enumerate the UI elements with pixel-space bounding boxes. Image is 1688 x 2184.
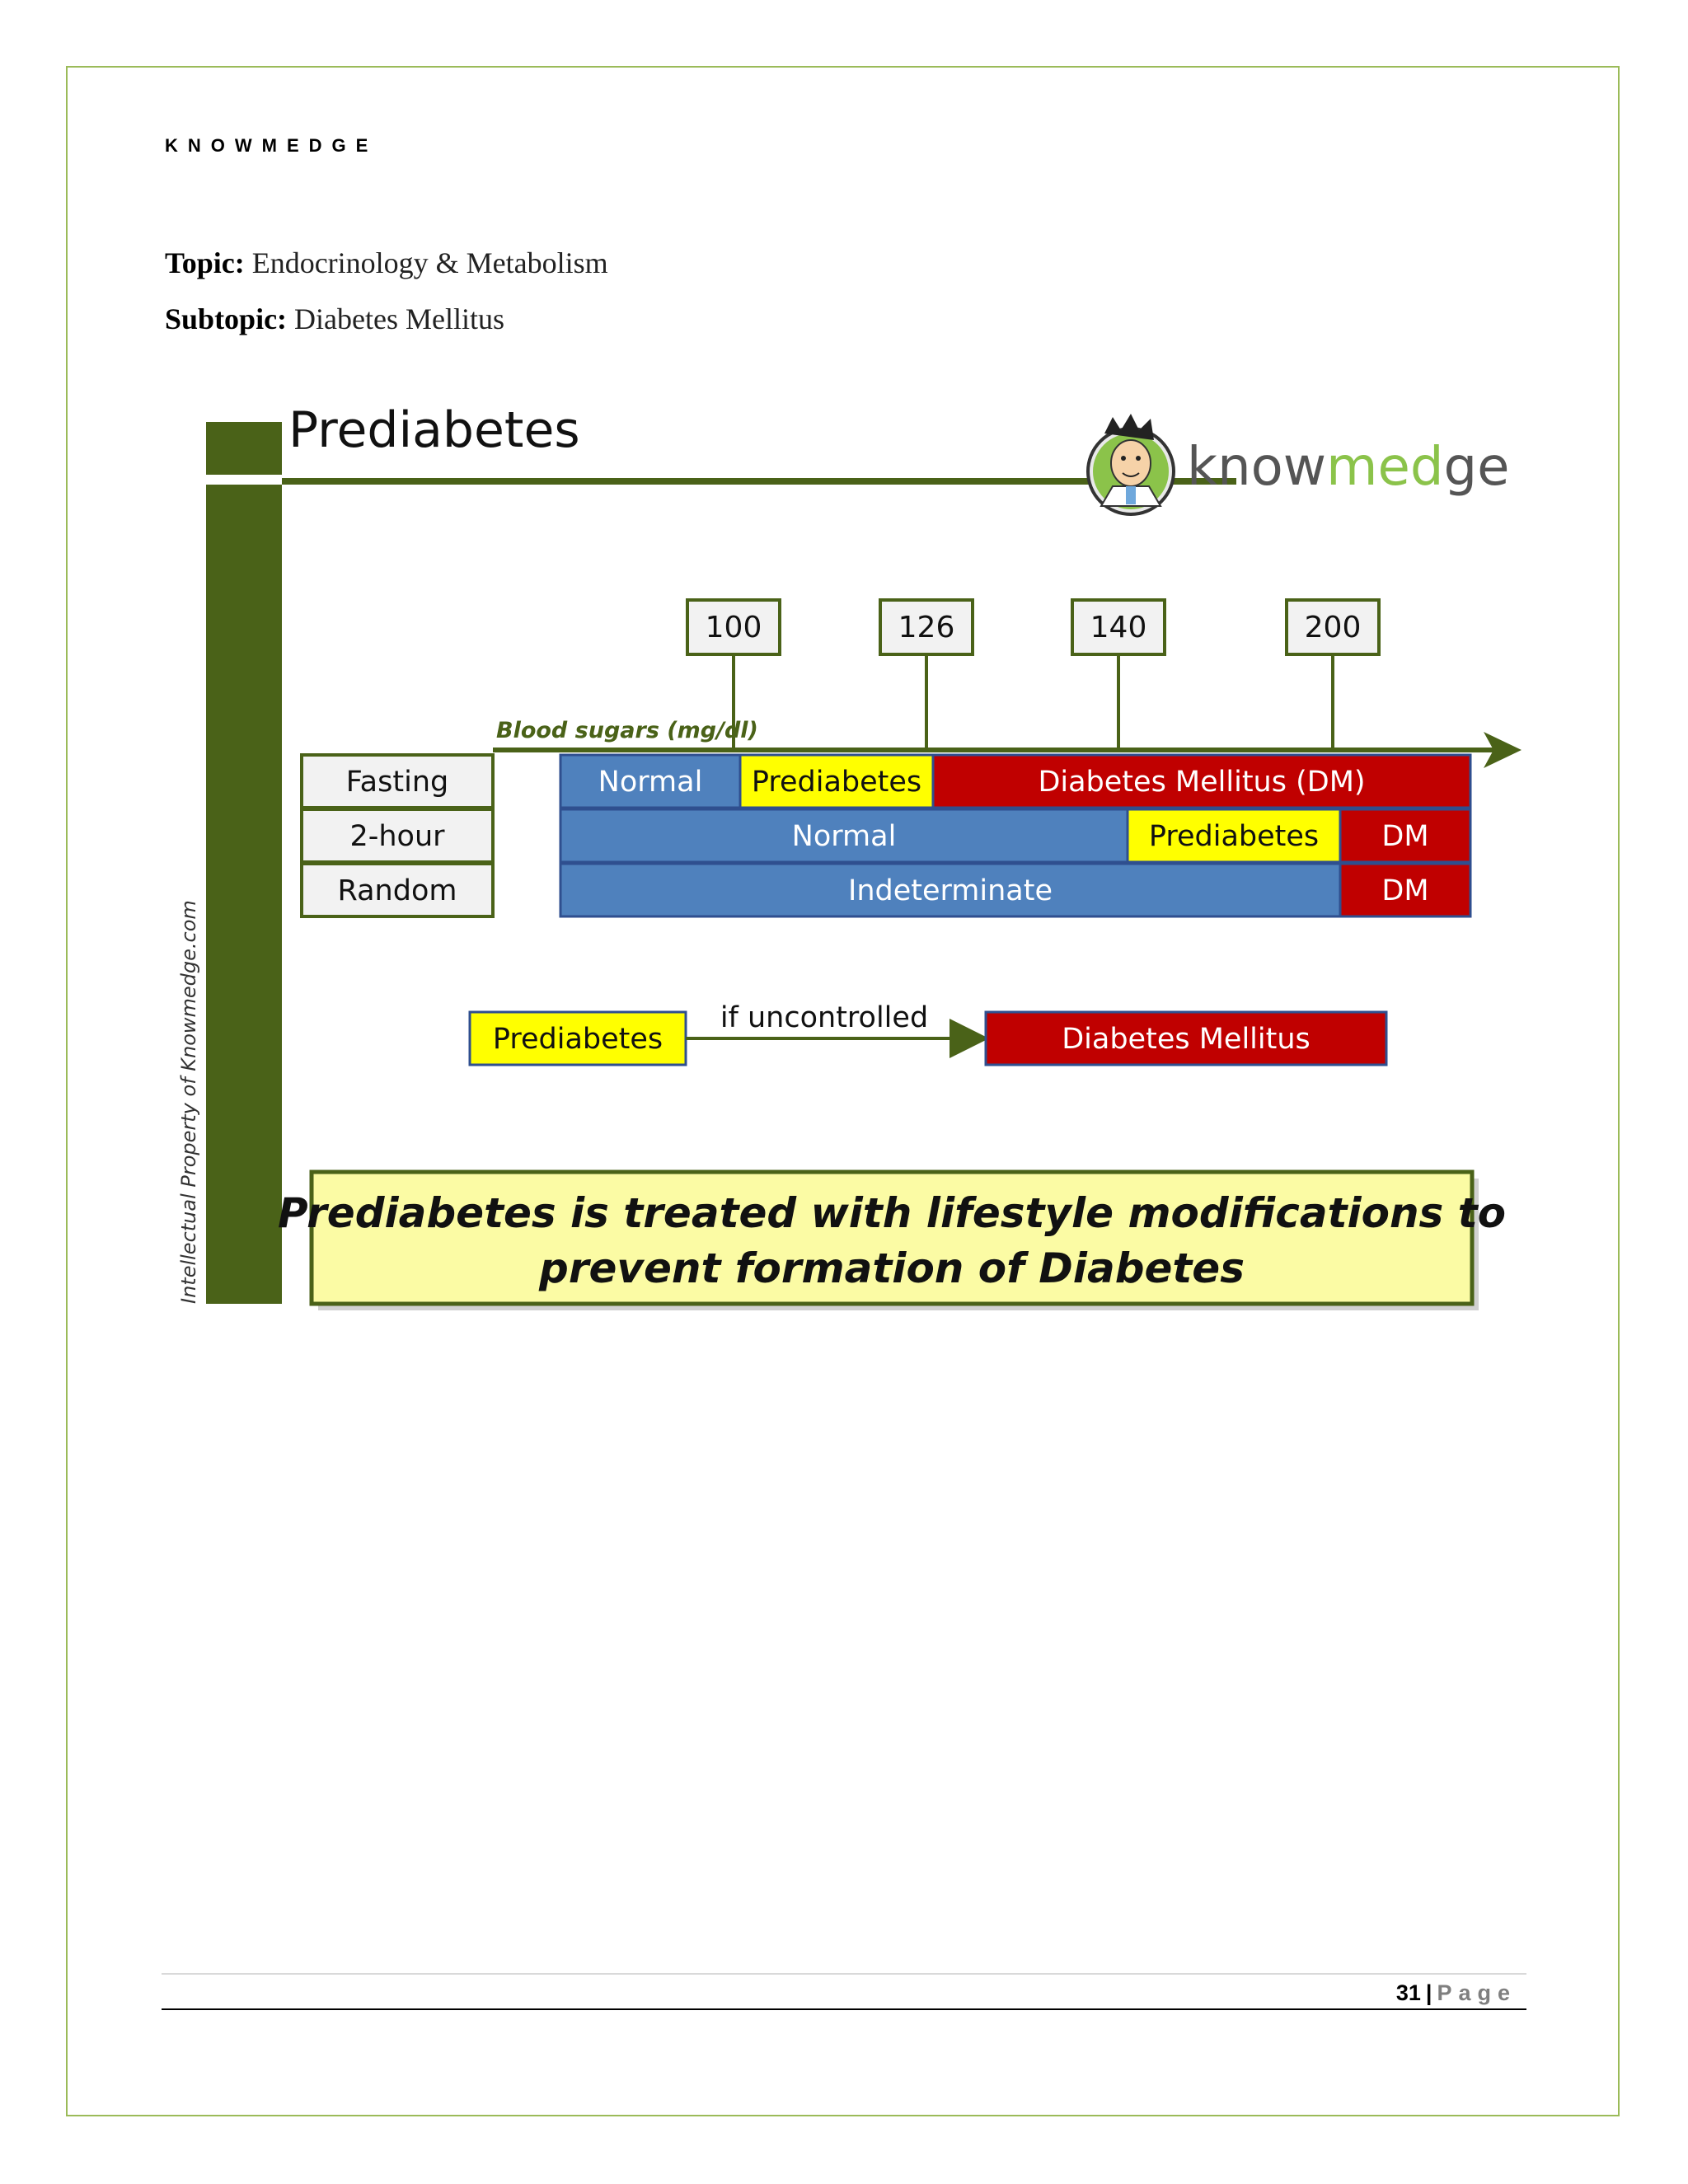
page-number: 31 bbox=[1395, 1980, 1421, 2005]
random-dm-segment bbox=[1339, 862, 1472, 918]
twohour-prediabetes-segment bbox=[1126, 808, 1342, 864]
logo-text-a: know bbox=[1187, 437, 1326, 498]
threshold-100-label: 100 bbox=[706, 611, 762, 644]
fasting-dm-segment bbox=[931, 753, 1472, 809]
threshold-200-label: 200 bbox=[1305, 611, 1362, 644]
twohour-normal-segment bbox=[559, 808, 1129, 864]
logo-text-c: ge bbox=[1443, 437, 1509, 498]
progression-flow: Prediabetes if uncontrolled Diabetes Mel… bbox=[468, 1001, 1388, 1066]
page-footer: 31|Page bbox=[1396, 1980, 1517, 2006]
callout-line-2: prevent formation of Diabetes bbox=[538, 1244, 1245, 1292]
fasting-prediabetes-text: Prediabetes bbox=[752, 766, 921, 799]
page-border bbox=[66, 66, 1620, 2116]
topic-value: Endocrinology & Metabolism bbox=[251, 246, 608, 279]
callout-line-1: Prediabetes is treated with lifestyle mo… bbox=[278, 1189, 1506, 1237]
row-label-random-text: Random bbox=[338, 874, 457, 907]
footer-rule-light bbox=[162, 1973, 1526, 1975]
row-label-fasting-text: Fasting bbox=[346, 766, 448, 799]
topic-label: Topic: bbox=[165, 246, 245, 279]
twohour-normal-text: Normal bbox=[792, 820, 897, 853]
random-dm-text: DM bbox=[1381, 874, 1428, 907]
threshold-126-label: 126 bbox=[898, 611, 955, 644]
knowmedge-logo: knowmedge bbox=[1086, 414, 1509, 516]
fasting-row: Normal Prediabetes Diabetes Mellitus (DM… bbox=[559, 753, 1472, 809]
header-brand: KNOWMEDGE bbox=[165, 135, 378, 156]
threshold-140-label: 140 bbox=[1090, 611, 1147, 644]
subtopic-value: Diabetes Mellitus bbox=[294, 302, 504, 335]
page-separator: | bbox=[1425, 1980, 1432, 2005]
flow-arrow-label: if uncontrolled bbox=[720, 1001, 928, 1034]
threshold-100: 100 bbox=[686, 598, 781, 750]
twohour-prediabetes-text: Prediabetes bbox=[1149, 820, 1319, 853]
svg-text:knowmedge: knowmedge bbox=[1187, 437, 1509, 498]
threshold-126: 126 bbox=[879, 598, 974, 750]
threshold-140: 140 bbox=[1071, 598, 1166, 750]
fasting-dm-text: Diabetes Mellitus (DM) bbox=[1038, 766, 1365, 799]
callout-box bbox=[309, 1169, 1475, 1306]
subtopic-label: Subtopic: bbox=[165, 302, 288, 335]
figure-title: Prediabetes bbox=[288, 404, 580, 459]
twohour-dm-segment bbox=[1339, 808, 1472, 864]
fasting-normal-segment bbox=[559, 753, 742, 809]
flow-prediabetes-text: Prediabetes bbox=[493, 1023, 663, 1056]
title-underline bbox=[282, 478, 1236, 485]
two-hour-row: Normal Prediabetes DM bbox=[559, 808, 1472, 864]
twohour-dm-text: DM bbox=[1381, 820, 1428, 853]
left-bar bbox=[206, 485, 282, 1304]
random-indeterminate-segment bbox=[559, 862, 1342, 918]
row-label-random: Random bbox=[300, 862, 495, 918]
flow-dm-box bbox=[984, 1010, 1388, 1066]
flow-prediabetes-box bbox=[468, 1010, 687, 1066]
topic-line: Topic: Endocrinology & Metabolism bbox=[165, 246, 608, 280]
watermark-text: Intellectual Property of Knowmedge.com bbox=[177, 900, 200, 1304]
prediabetes-figure: Prediabetes knowmedge Intellectual Prope… bbox=[177, 404, 1522, 1310]
row-label-2hour-text: 2-hour bbox=[349, 820, 445, 853]
footer-rule bbox=[162, 2008, 1526, 2010]
fasting-normal-text: Normal bbox=[598, 766, 703, 799]
logo-text-b: med bbox=[1326, 437, 1443, 498]
threshold-200: 200 bbox=[1285, 598, 1381, 750]
random-row: Indeterminate DM bbox=[559, 862, 1472, 918]
flow-dm-text: Diabetes Mellitus bbox=[1062, 1023, 1311, 1056]
title-square bbox=[206, 422, 282, 475]
page-word: Page bbox=[1437, 1980, 1517, 2005]
row-label-2hour: 2-hour bbox=[300, 808, 495, 864]
row-label-fasting: Fasting bbox=[300, 753, 495, 809]
random-indeterminate-text: Indeterminate bbox=[848, 874, 1053, 907]
axis-label: Blood sugars (mg/dl) bbox=[496, 718, 758, 743]
subtopic-line: Subtopic: Diabetes Mellitus bbox=[165, 302, 504, 336]
axis-arrow-head bbox=[1484, 732, 1522, 768]
treatment-callout: Prediabetes is treated with lifestyle mo… bbox=[278, 1169, 1506, 1310]
